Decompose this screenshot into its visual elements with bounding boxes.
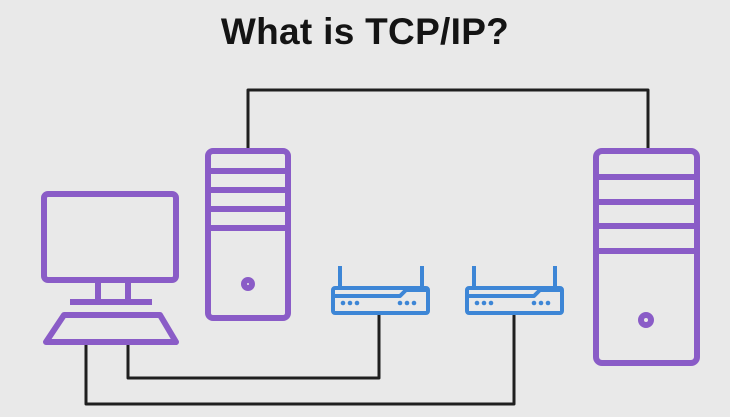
computer-keyboard xyxy=(43,312,179,345)
computer-monitor-stand xyxy=(95,277,131,305)
router-left-body xyxy=(331,286,430,315)
router-icon xyxy=(331,266,430,315)
wire-computer-to-router-right xyxy=(84,313,516,406)
server-right-power-button xyxy=(638,312,654,328)
page-title: What is TCP/IP? xyxy=(220,11,510,52)
router-right-status-lights xyxy=(474,300,551,306)
router-right-body xyxy=(465,286,564,315)
desktop-computer-icon xyxy=(41,191,179,345)
server-left-case xyxy=(205,148,291,321)
router-left-panel-line xyxy=(333,288,428,298)
server-left-power-button xyxy=(241,277,255,291)
wire-server-left-to-server-right xyxy=(246,88,650,151)
router-left-status-lights xyxy=(340,300,417,306)
server-tower-icon xyxy=(205,148,291,321)
router-right-panel-line xyxy=(467,288,562,298)
computer-monitor xyxy=(41,191,179,283)
wire-computer-to-router-left xyxy=(126,313,381,380)
router-icon xyxy=(465,266,564,315)
server-tower-icon xyxy=(593,148,700,366)
server-right-case xyxy=(593,148,700,366)
